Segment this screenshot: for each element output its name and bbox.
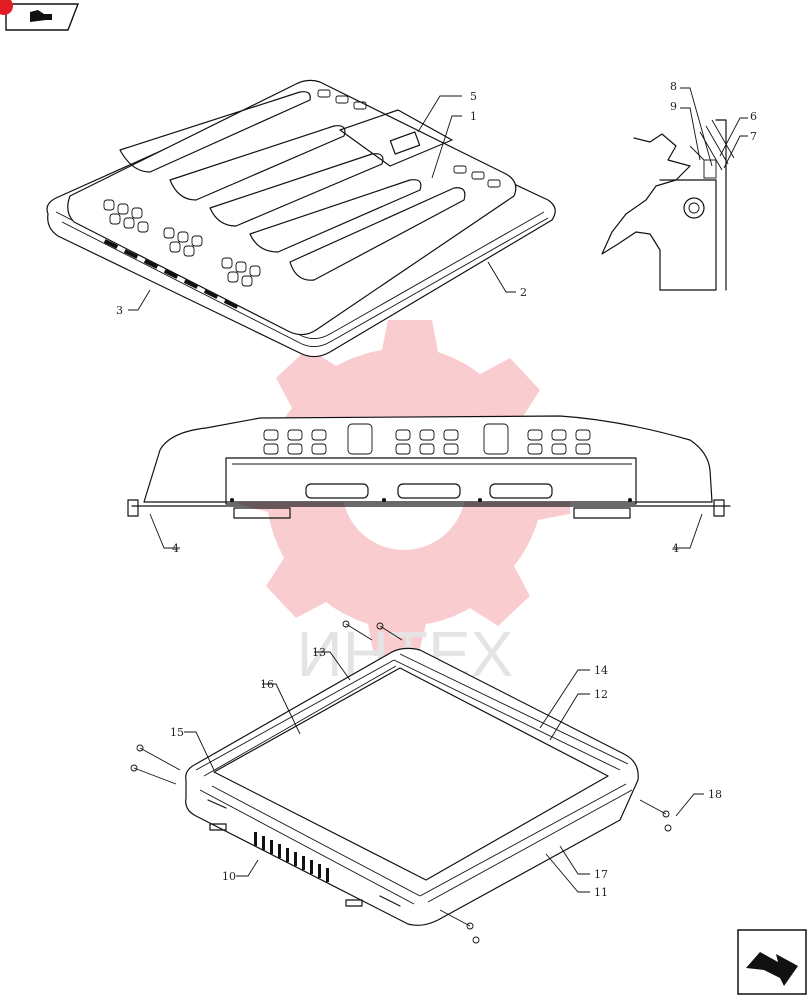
forward-nav-button[interactable]: [737, 929, 807, 995]
latch-detail-view: [601, 119, 735, 291]
roof-panel-iso-view: [46, 79, 556, 358]
callout-3: 3: [116, 304, 123, 317]
back-nav-button[interactable]: [0, 0, 80, 31]
callout-11: 11: [594, 886, 608, 899]
callout-4-left: 4: [172, 542, 179, 555]
watermark: ИНТЕХ: [238, 320, 570, 690]
forward-arrow-icon: [746, 952, 798, 986]
callout-18: 18: [708, 788, 722, 801]
roof-frame-iso-view: [130, 620, 672, 944]
back-arrow-icon: [30, 10, 52, 22]
callout-labels: 5 1 2 3 4 4 8 9 6 7 10 11 12 13 14 15 16…: [116, 80, 757, 899]
callout-2: 2: [520, 286, 527, 299]
callout-9: 9: [670, 100, 677, 113]
callout-4-right: 4: [672, 542, 679, 555]
status-dot: [0, 0, 13, 15]
leader-lines: [128, 87, 748, 893]
callout-10: 10: [222, 870, 236, 883]
callout-8: 8: [670, 80, 677, 93]
callout-5: 5: [470, 90, 477, 103]
callout-15: 15: [170, 726, 184, 739]
callout-14: 14: [594, 664, 608, 677]
callout-1: 1: [470, 110, 477, 123]
callout-12: 12: [594, 688, 608, 701]
callout-7: 7: [750, 130, 757, 143]
callout-17: 17: [594, 868, 608, 881]
callout-6: 6: [750, 110, 757, 123]
callout-13: 13: [312, 646, 326, 659]
roof-front-view: [127, 415, 731, 519]
callout-16: 16: [260, 678, 274, 691]
